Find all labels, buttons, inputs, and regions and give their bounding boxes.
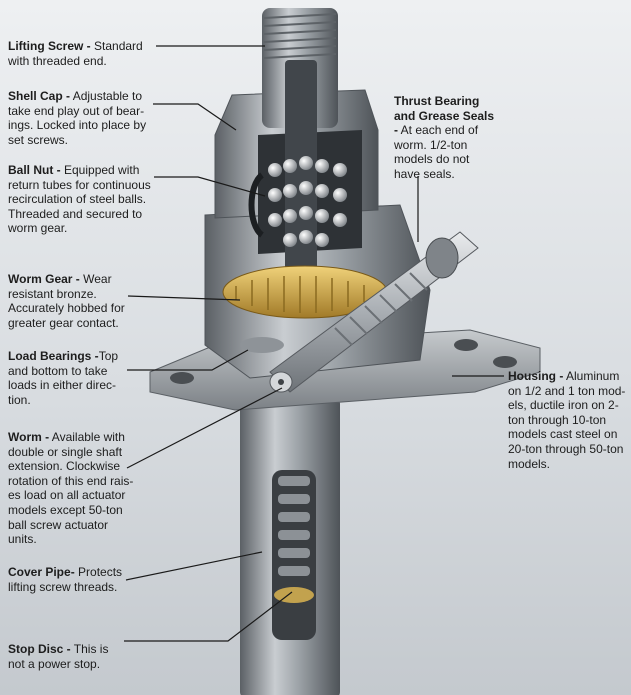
label-lifting-screw: Lifting Screw - Standard with threaded e…	[8, 39, 156, 68]
label-lifting-screw-title: Lifting Screw -	[8, 39, 91, 53]
lifting-screw-threads	[263, 13, 337, 59]
worm-gear-teeth	[235, 276, 365, 313]
label-thrust-bearing-title: Thrust Bearing and Grease Seals -	[394, 94, 495, 138]
worm-threads	[334, 272, 428, 346]
leader-stop-disc	[124, 591, 293, 642]
label-stop-disc: Stop Disc - This is not a power stop.	[8, 642, 128, 671]
label-shell-cap-body: Adjustable to take end play out of bear-…	[8, 89, 147, 147]
label-cover-pipe-body: Protects lifting screw threads.	[8, 565, 123, 594]
label-shell-cap-title: Shell Cap -	[8, 89, 71, 103]
label-worm-body: Available with double or single shaft ex…	[8, 430, 134, 547]
worm-end-center	[278, 379, 284, 385]
load-bearing-shape	[240, 337, 284, 353]
label-worm-gear-body: Wear resistant bronze. Accurately hobbed…	[8, 272, 125, 330]
leader-load-bearings	[127, 349, 249, 371]
mount-hole-left	[170, 372, 194, 384]
label-worm-title: Worm -	[8, 430, 50, 444]
label-housing-body: Aluminum on 1/2 and 1 ton mod- els, duct…	[508, 369, 626, 471]
stop-disc-shape	[274, 587, 314, 603]
label-thrust-bearing-body: At each end of worm. 1/2-ton models do n…	[394, 123, 479, 181]
label-load-bearings-body: Top and bottom to take loads in either d…	[8, 349, 119, 407]
label-ball-nut-title: Ball Nut -	[8, 163, 61, 177]
label-lifting-screw-body: Standard with threaded end.	[8, 39, 143, 68]
label-cover-pipe: Cover Pipe- Protects lifting screw threa…	[8, 565, 134, 594]
label-housing-title: Housing -	[508, 369, 564, 383]
label-load-bearings-title: Load Bearings -	[8, 349, 99, 363]
label-worm-gear-title: Worm Gear -	[8, 272, 80, 286]
leader-ball-nut	[154, 176, 266, 197]
label-stop-disc-title: Stop Disc -	[8, 642, 71, 656]
label-housing: Housing - Aluminum on 1/2 and 1 ton mod-…	[508, 369, 626, 471]
label-shell-cap: Shell Cap - Adjustable to take end play …	[8, 89, 154, 147]
ball-nut-balls	[268, 156, 347, 247]
mount-hole-right	[454, 339, 478, 351]
lower-screw-threads	[278, 476, 310, 576]
label-thrust-bearing: Thrust Bearing and Grease Seals - At eac…	[394, 94, 498, 182]
label-load-bearings: Load Bearings -Top and bottom to take lo…	[8, 349, 132, 407]
label-stop-disc-body: This is not a power stop.	[8, 642, 109, 671]
leader-shell-cap	[153, 103, 237, 131]
leader-cover-pipe	[125, 551, 263, 581]
return-tube	[248, 172, 265, 238]
mount-hole-front	[493, 356, 517, 368]
thrust-bearing-shape	[425, 237, 459, 279]
label-worm: Worm - Available with double or single s…	[8, 430, 138, 547]
label-worm-gear: Worm Gear - Wear resistant bronze. Accur…	[8, 272, 134, 330]
label-ball-nut: Ball Nut - Equipped with return tubes fo…	[8, 163, 156, 236]
label-ball-nut-body: Equipped with return tubes for continuou…	[8, 163, 151, 236]
leader-lines	[124, 45, 504, 642]
leader-worm	[126, 387, 283, 469]
leader-worm-gear	[127, 295, 241, 301]
label-cover-pipe-title: Cover Pipe-	[8, 565, 75, 579]
